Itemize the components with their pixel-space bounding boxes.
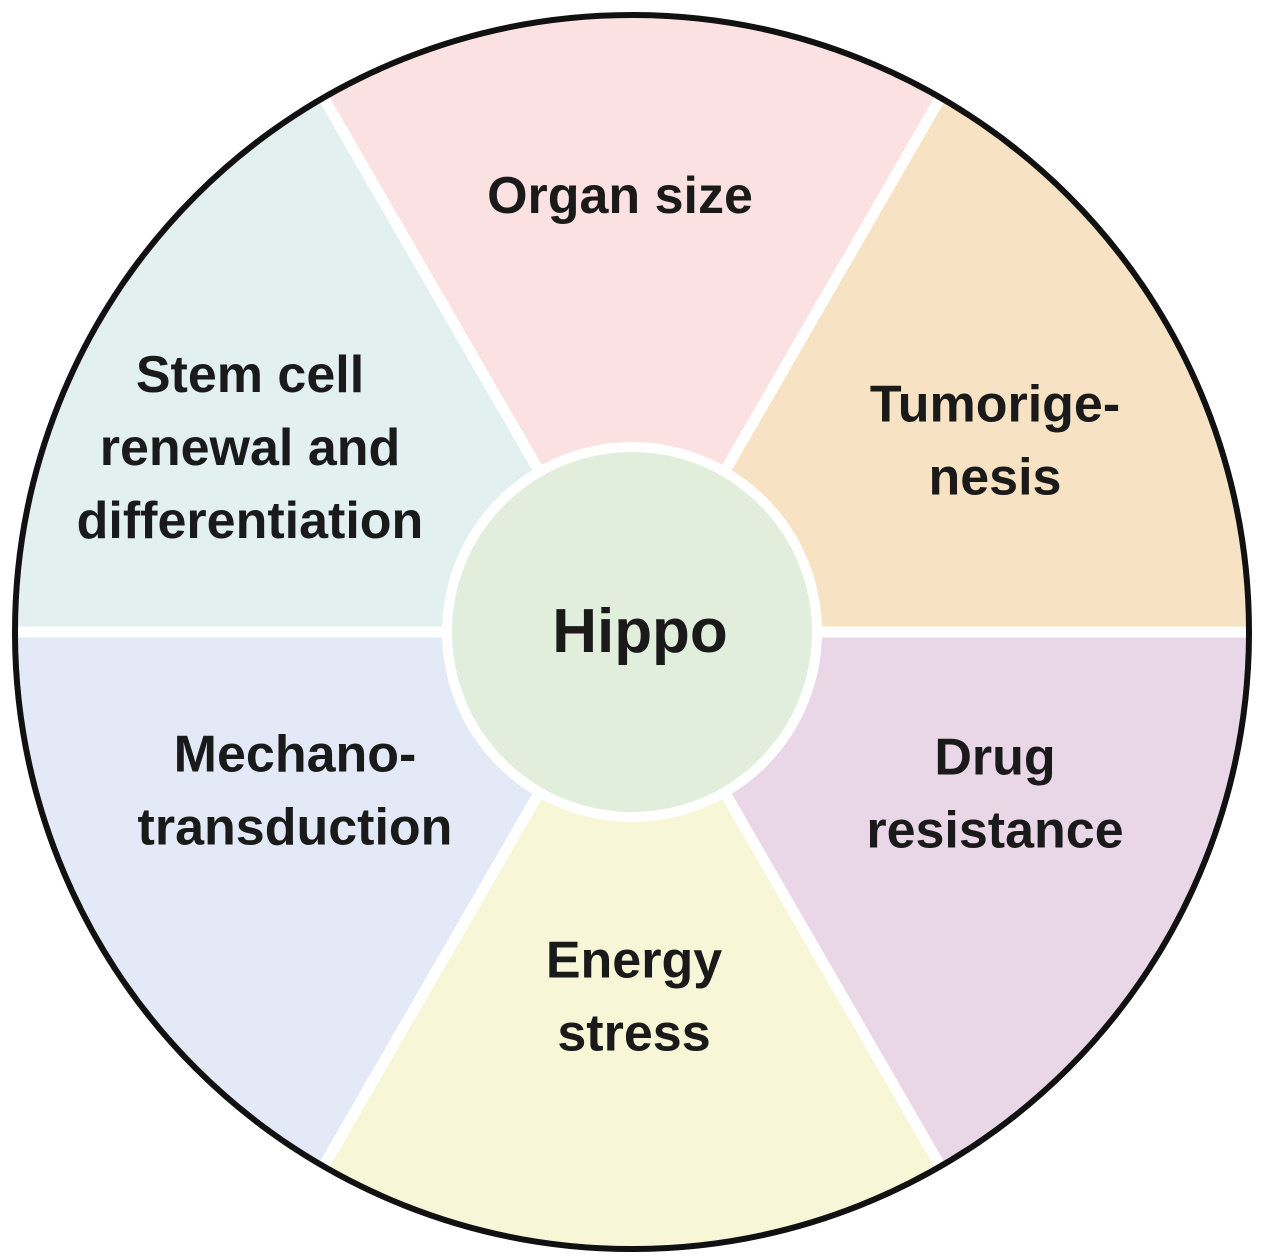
segment-drug-resistance bbox=[632, 632, 1246, 1164]
segment-tumorigenesis bbox=[632, 100, 1246, 632]
segment-label-line: Energy bbox=[546, 932, 722, 990]
segment-stem-cell bbox=[18, 100, 632, 632]
segment-label-line: transduction bbox=[138, 799, 453, 857]
segment-label-stem-cell: Stem cell renewal and differentiation bbox=[77, 346, 424, 550]
hippo-center-circle bbox=[442, 442, 822, 822]
hippo-center-label: Hippo bbox=[552, 597, 728, 666]
outer-ring bbox=[12, 12, 1252, 1252]
segment-label-line: Drug bbox=[934, 729, 1055, 787]
segment-label-line: differentiation bbox=[77, 492, 424, 550]
segment-label-line: renewal and bbox=[100, 419, 401, 477]
segment-label-drug-resistance: Drug resistance bbox=[866, 729, 1123, 860]
segment-label-line: resistance bbox=[866, 802, 1123, 860]
segment-label-line: Organ size bbox=[487, 167, 753, 225]
segment-energy-stress bbox=[325, 632, 939, 1247]
segment-label-mechanotransduction: Mechano-transduction bbox=[138, 726, 453, 857]
segment-label-tumorigenesis: Tumorige-nesis bbox=[870, 376, 1120, 507]
segment-label-line: stress bbox=[557, 1005, 710, 1063]
segment-organ-size bbox=[325, 17, 939, 632]
segments-layer bbox=[18, 17, 1246, 1247]
segment-label-organ-size: Organ size bbox=[487, 167, 753, 225]
segment-label-line: Stem cell bbox=[136, 346, 364, 404]
segment-label-line: Tumorige- bbox=[870, 376, 1120, 434]
segment-label-energy-stress: Energy stress bbox=[546, 932, 722, 1063]
segment-mechanotransduction bbox=[18, 632, 632, 1164]
segment-label-line: Mechano- bbox=[174, 726, 417, 784]
segment-label-line: nesis bbox=[929, 449, 1062, 507]
